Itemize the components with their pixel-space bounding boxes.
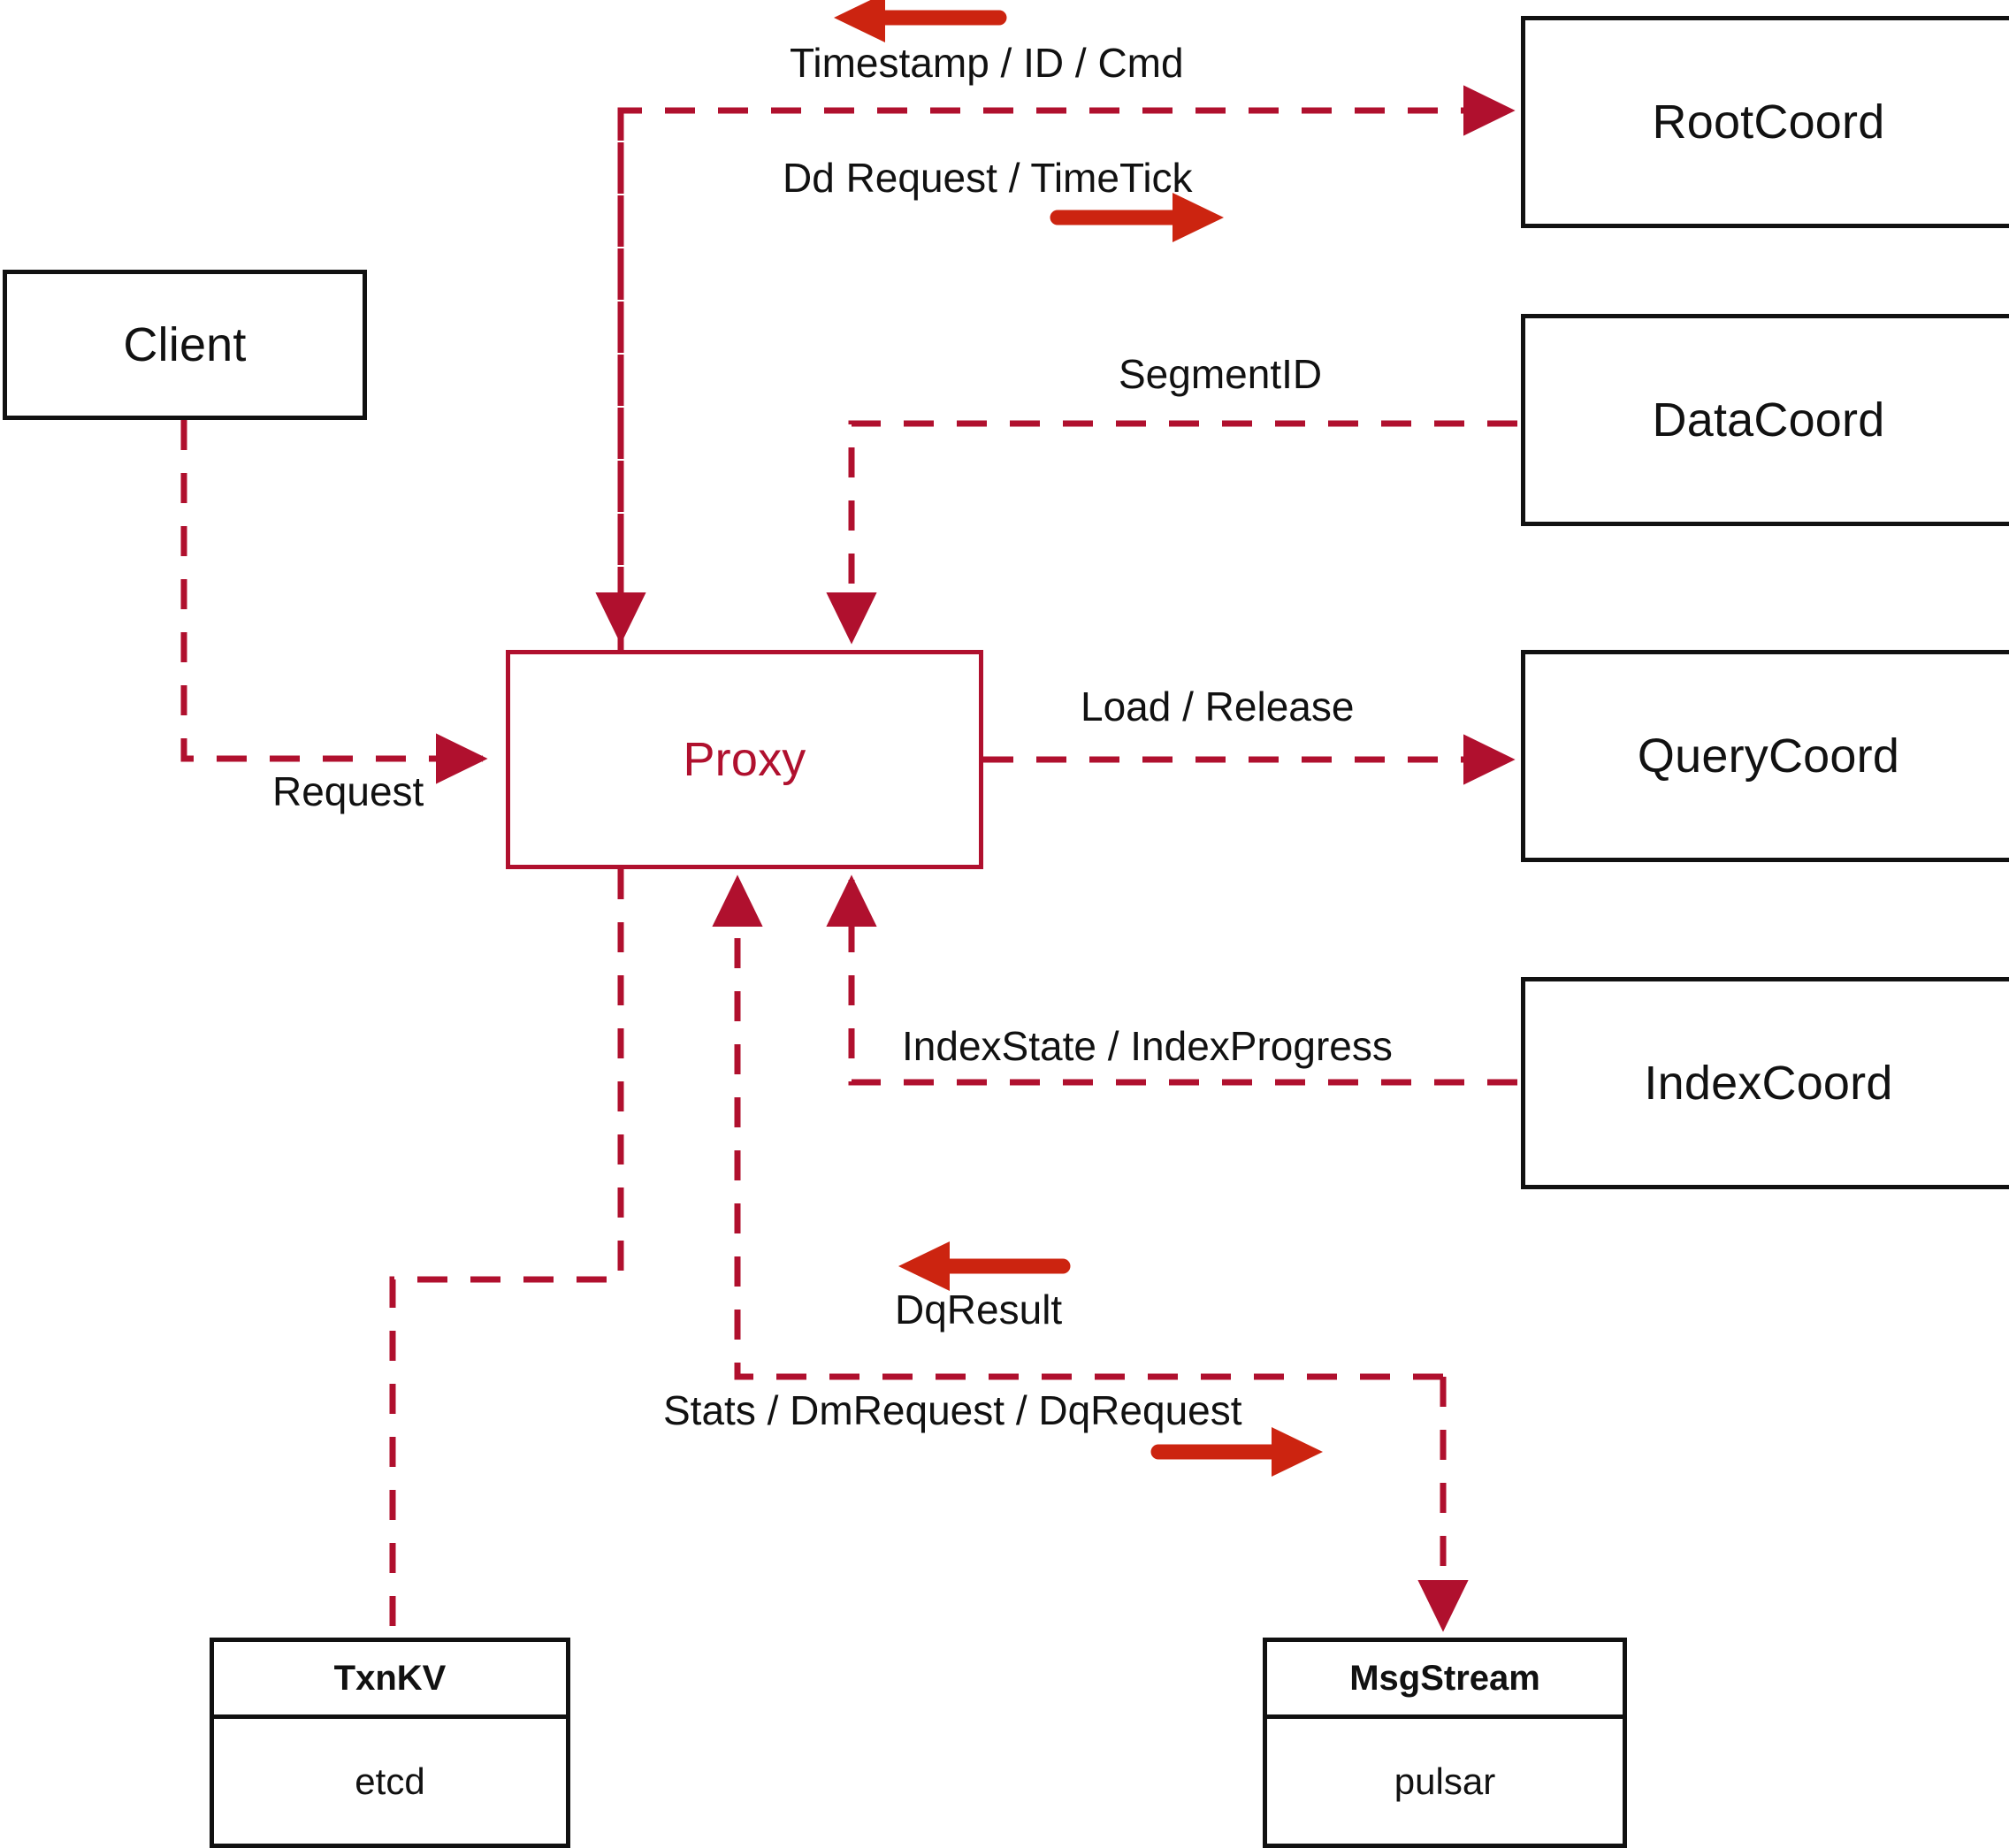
node-indexcoord-label: IndexCoord <box>1644 1057 1893 1110</box>
solid-arrow-timestamp-left <box>834 0 1007 42</box>
node-datacoord[interactable]: DataCoord <box>1521 314 2009 526</box>
node-datacoord-label: DataCoord <box>1652 393 1885 447</box>
wire-proxy-to-txnkv <box>389 869 624 1638</box>
edge-label-segmentid: SegmentID <box>1119 351 1323 397</box>
node-client[interactable]: Client <box>3 270 367 420</box>
edge-label-dd-request: Dd Request / TimeTick <box>783 155 1193 201</box>
edge-label-indexstate: IndexState / IndexProgress <box>902 1023 1393 1069</box>
wire-datacoord-to-proxy <box>826 420 1517 645</box>
node-rootcoord-label: RootCoord <box>1652 95 1885 149</box>
store-txnkv-title: TxnKV <box>214 1642 566 1719</box>
wire-client-to-proxy <box>180 420 488 784</box>
edge-label-timestamp-id-cmd: Timestamp / ID / Cmd <box>790 40 1184 86</box>
node-rootcoord[interactable]: RootCoord <box>1521 16 2009 228</box>
wire-msgstream-to-proxy <box>712 874 1443 1380</box>
store-msgstream-impl: pulsar <box>1394 1760 1496 1802</box>
edge-label-request: Request <box>272 768 424 814</box>
edge-label-dqresult: DqResult <box>895 1287 1063 1333</box>
store-txnkv[interactable]: TxnKV etcd <box>210 1638 570 1848</box>
solid-arrow-dqrequest-right <box>1150 1427 1323 1477</box>
edge-label-load-release: Load / Release <box>1081 683 1355 729</box>
node-proxy-label: Proxy <box>683 733 806 786</box>
solid-arrow-dqresult-left <box>898 1241 1071 1291</box>
node-querycoord[interactable]: QueryCoord <box>1521 650 2009 862</box>
store-msgstream[interactable]: MsgStream pulsar <box>1263 1638 1627 1848</box>
node-querycoord-label: QueryCoord <box>1637 729 1900 783</box>
store-msgstream-title: MsgStream <box>1267 1642 1623 1719</box>
edge-label-stats-dm-dq: Stats / DmRequest / DqRequest <box>663 1387 1242 1433</box>
node-client-label: Client <box>123 318 247 371</box>
node-proxy[interactable]: Proxy <box>506 650 983 869</box>
node-indexcoord[interactable]: IndexCoord <box>1521 977 2009 1189</box>
store-txnkv-impl: etcd <box>355 1760 425 1802</box>
